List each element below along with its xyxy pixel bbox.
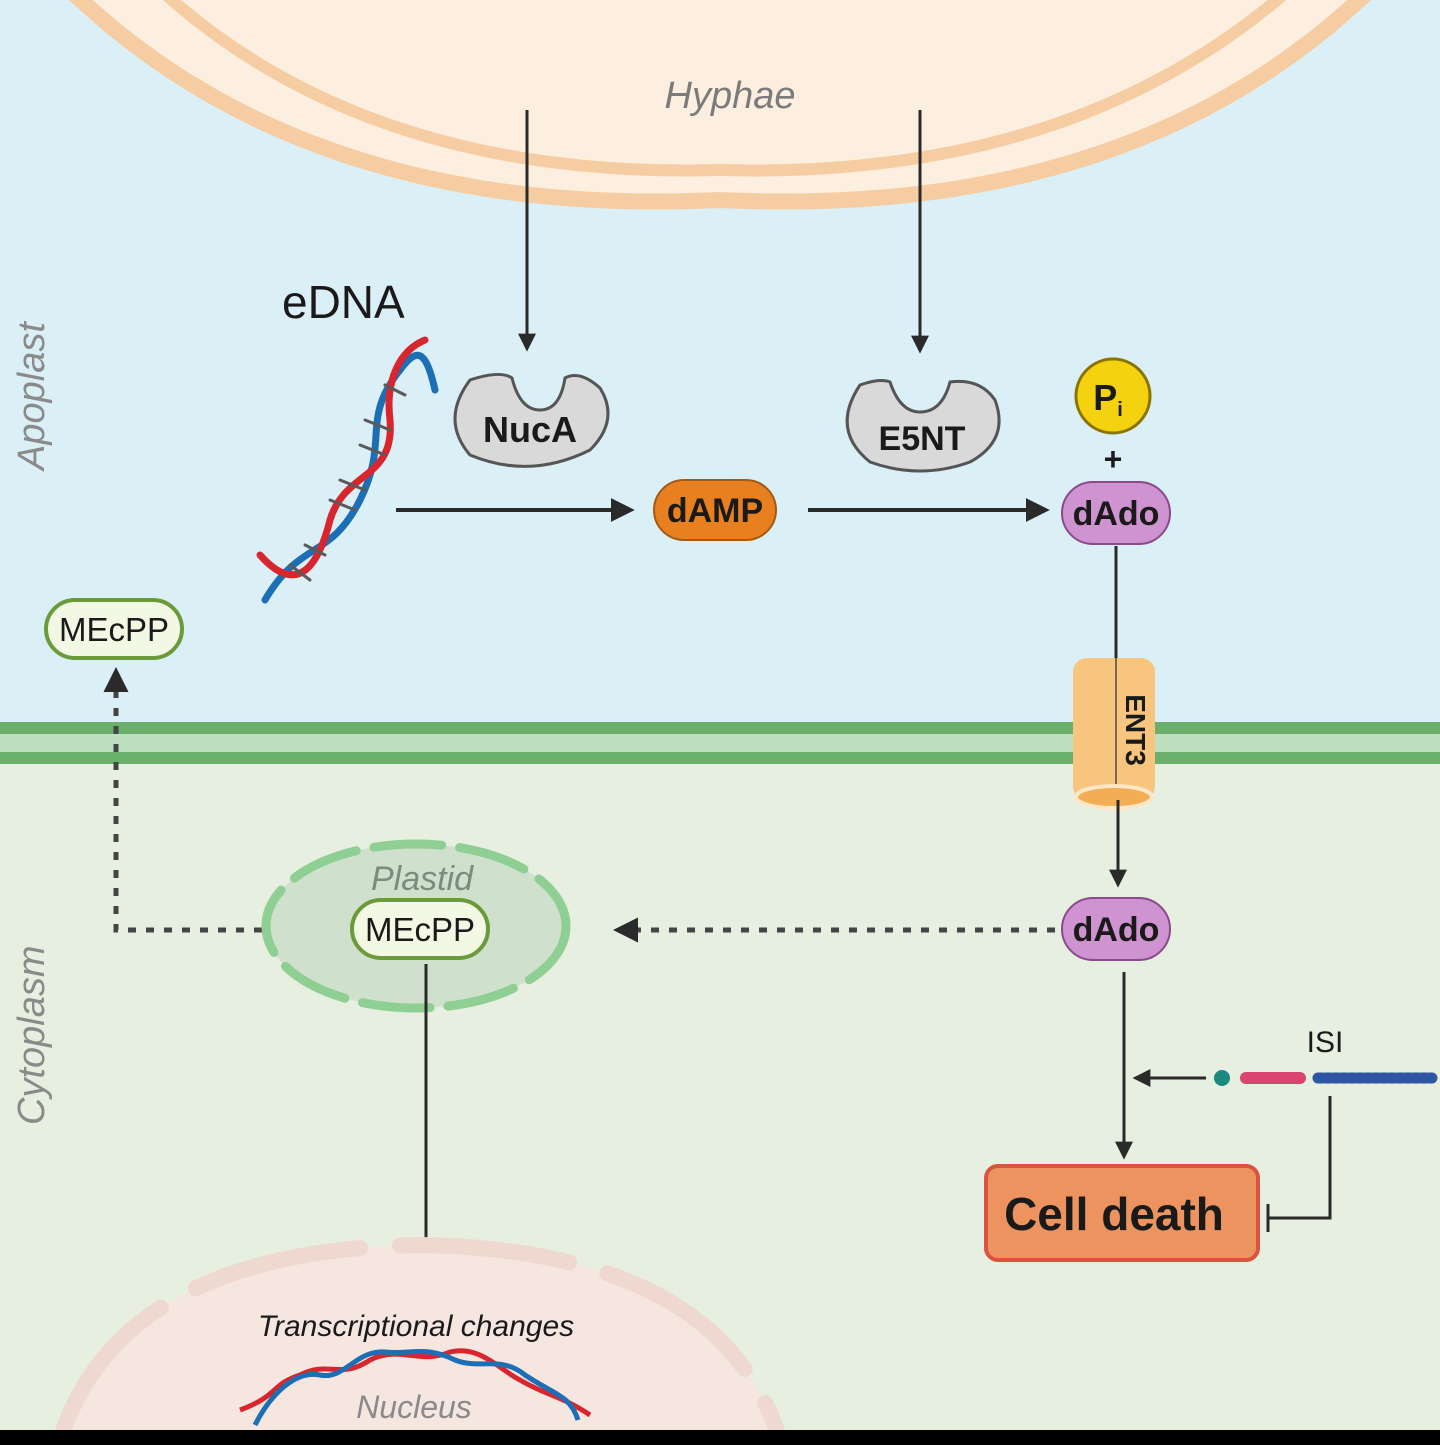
plus-sign: + — [1104, 441, 1123, 477]
phosphate-label: P — [1093, 377, 1117, 418]
phosphate-molecule: Pi — [1074, 357, 1152, 435]
cell-death-box: Cell death — [984, 1164, 1260, 1262]
nuca-label: NucA — [483, 409, 577, 450]
isi-inhibition-line — [1268, 1096, 1332, 1220]
cell-death-label: Cell death — [1004, 1188, 1224, 1240]
plasma-membrane — [0, 722, 1440, 764]
damp-molecule: dAMP — [653, 479, 777, 541]
dna-helix-icon — [256, 336, 439, 604]
chromatin-dna-icon — [239, 1348, 592, 1427]
bottom-frame — [0, 1430, 1440, 1440]
nucleus-label: Nucleus — [356, 1389, 472, 1425]
edna-label: eDNA — [282, 276, 405, 328]
plastid-label: Plastid — [371, 860, 474, 898]
e5nt-label: E5NT — [879, 420, 966, 458]
mecpp-plastid-molecule: MEcPP — [350, 898, 490, 960]
dado-apoplast-label: dAdo — [1073, 495, 1160, 533]
isi-label: ISI — [1307, 1026, 1344, 1059]
hyphae-label: Hyphae — [665, 75, 796, 117]
ent3-transporter: ENT3 — [1073, 658, 1155, 810]
dado-cytoplasm-label: dAdo — [1073, 911, 1160, 949]
arrow-plastid-to-mecpp-export — [103, 667, 262, 933]
hyphae-cell — [69, 0, 1371, 210]
nuca-enzyme: NucA — [453, 373, 610, 468]
mecpp-plastid-label: MEcPP — [365, 911, 475, 948]
transcriptional-changes-label: Transcriptional changes — [258, 1310, 574, 1343]
phosphate-subscript: i — [1117, 399, 1123, 421]
mecpp-apoplast-label: MEcPP — [59, 611, 169, 648]
isi-peptide-icon — [1214, 1070, 1438, 1086]
damp-label: dAMP — [667, 492, 763, 530]
apoplast-label: Apoplast — [11, 321, 53, 472]
dado-apoplast-molecule: dAdo — [1061, 481, 1171, 545]
e5nt-enzyme: E5NT — [845, 379, 1001, 473]
nucleus-organelle — [52, 1236, 788, 1445]
ent3-label: ENT3 — [1120, 694, 1151, 766]
svg-text:Pi: Pi — [1093, 377, 1123, 421]
cytoplasm-label: Cytoplasm — [11, 946, 53, 1126]
mecpp-apoplast-molecule: MEcPP — [44, 598, 184, 660]
dado-cytoplasm-molecule: dAdo — [1061, 897, 1171, 961]
